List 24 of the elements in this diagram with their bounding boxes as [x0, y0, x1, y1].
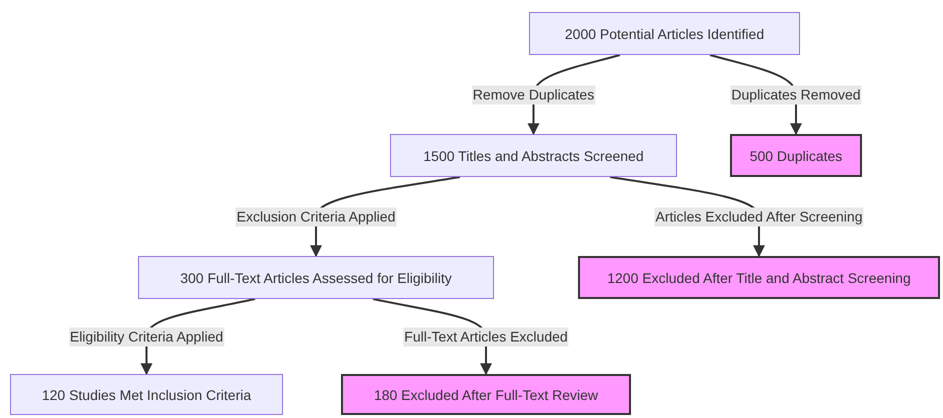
process-box: [390, 134, 677, 177]
process-box: [341, 374, 631, 415]
node-text: 1200 Excluded After Title and Abstract Screening: [607, 270, 911, 286]
process-box: [578, 256, 940, 299]
process-box: [730, 134, 862, 177]
node-text: 1500 Titles and Abstracts Screened: [423, 148, 644, 164]
node-text: 300 Full-Text Articles Assessed for Eligibility: [180, 270, 452, 286]
process-box: [10, 374, 283, 415]
node-text: 120 Studies Met Inclusion Criteria: [42, 386, 252, 402]
edge-label: Exclusion Criteria Applied: [236, 207, 396, 226]
edge-label: Full-Text Articles Excluded: [403, 327, 569, 346]
arrow: [140, 298, 256, 376]
process-box: [138, 256, 494, 299]
node-text: 2000 Potential Articles Identified: [564, 26, 764, 42]
edge-label: Duplicates Removed: [730, 85, 862, 104]
process-box: [529, 12, 800, 55]
arrow: [610, 176, 765, 258]
edge-label: Remove Duplicates: [472, 85, 596, 104]
node-text: 500 Duplicates: [750, 148, 842, 164]
node-text: 180 Excluded After Full-Text Review: [374, 386, 598, 402]
edge-label: Eligibility Criteria Applied: [68, 327, 224, 346]
edge-label: Articles Excluded After Screening: [654, 207, 864, 226]
arrow: [372, 298, 492, 376]
arrow: [310, 176, 460, 258]
